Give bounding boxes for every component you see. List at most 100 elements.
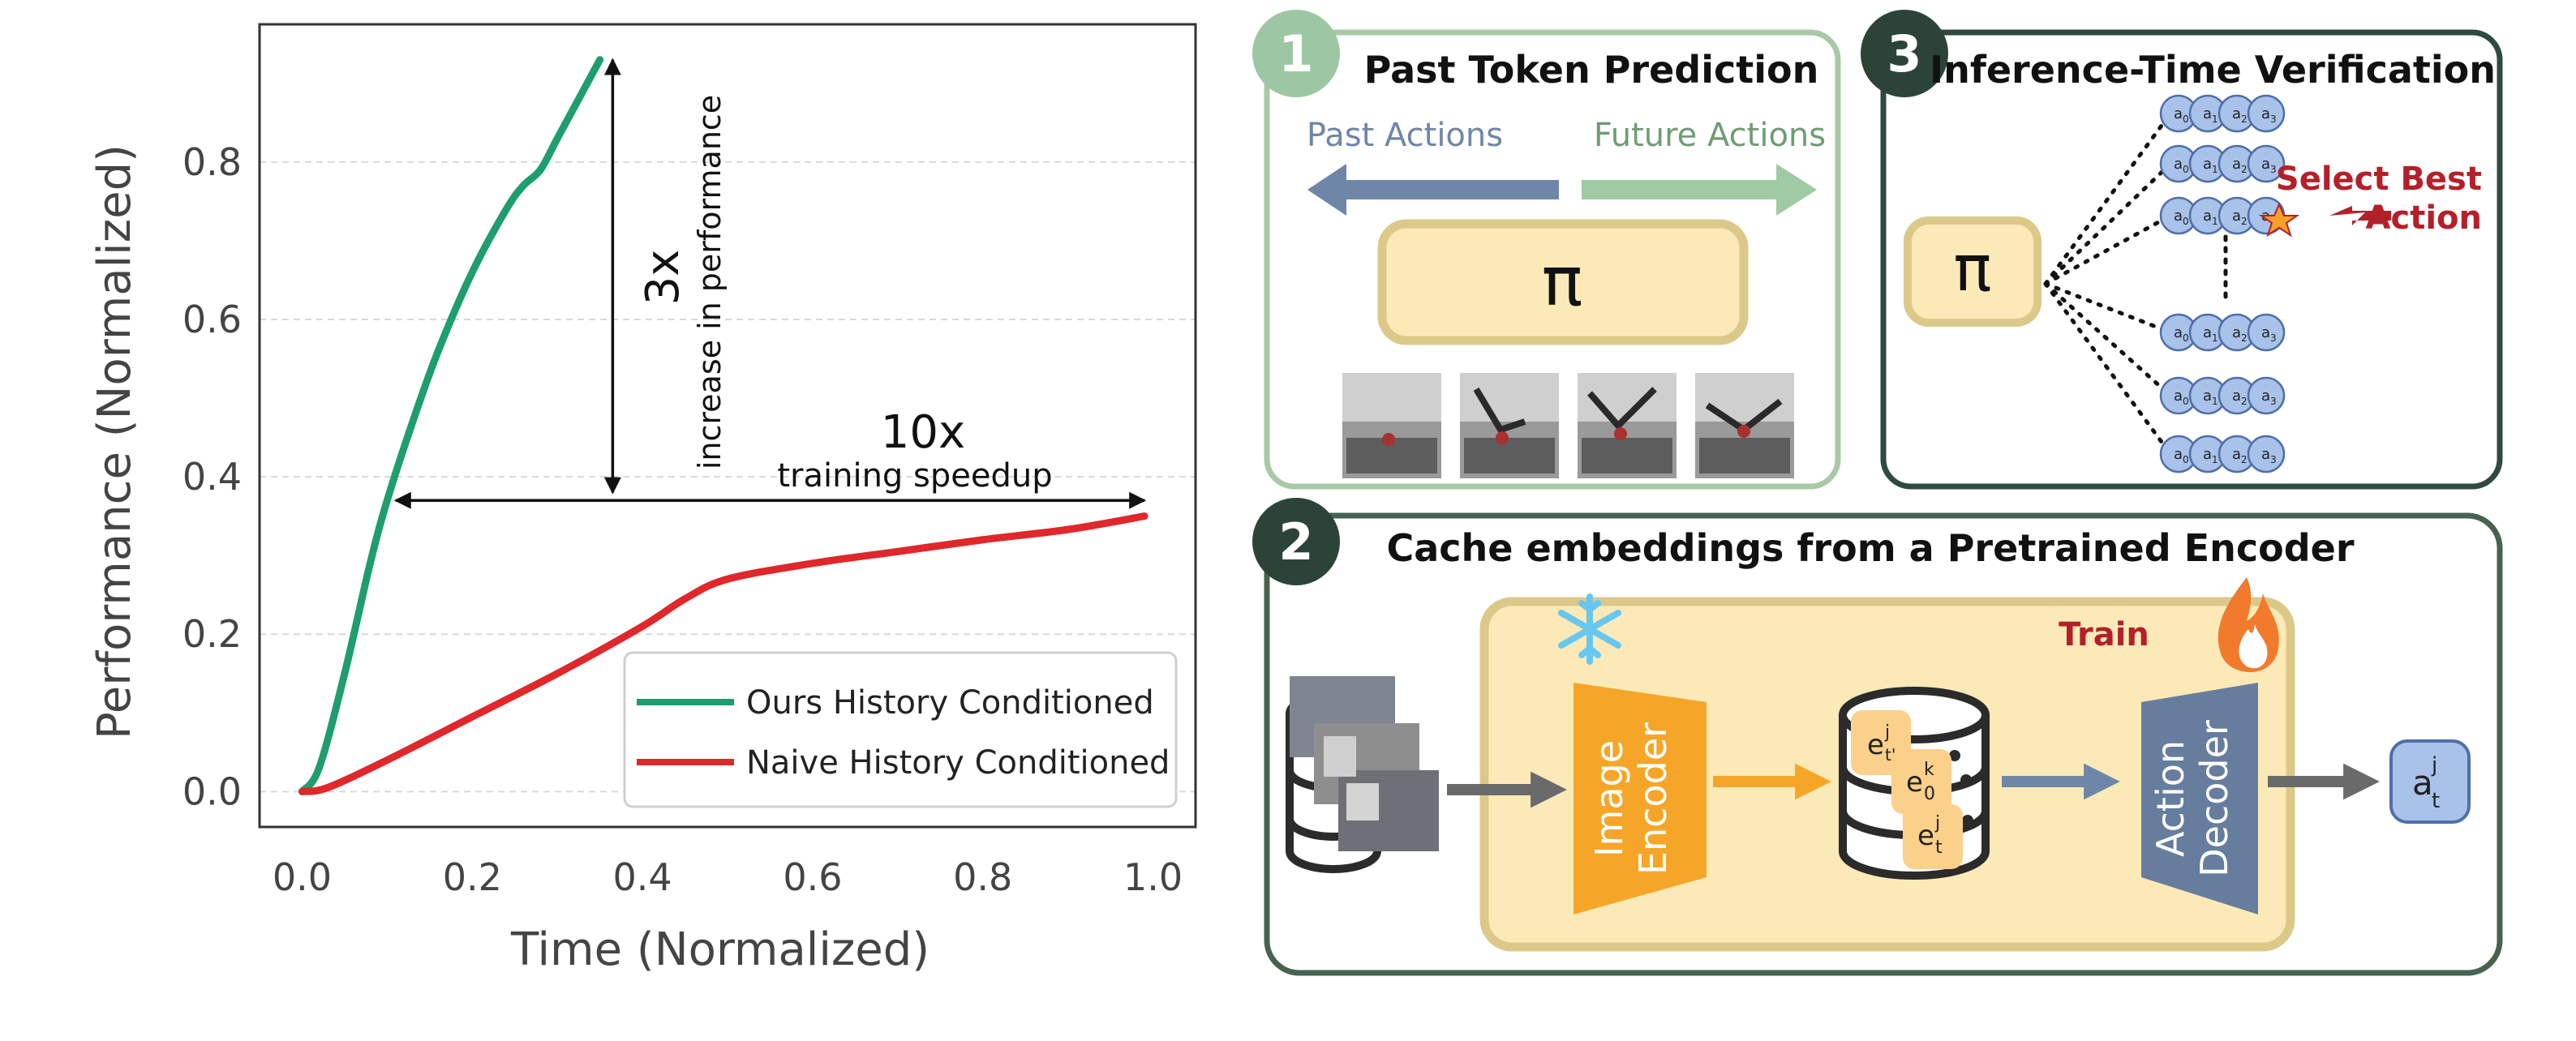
action-decoder-label-line2: Decoder [2192, 720, 2236, 877]
verifier-policy-box [1904, 216, 2041, 327]
action-token-sub: 3 [2270, 396, 2277, 407]
action-token-base: a [2232, 446, 2241, 463]
panel-past-token-prediction: 1 Past Token Prediction Past Actions Fut… [1252, 10, 1841, 490]
observation-frame [1342, 373, 1441, 478]
observation-frame [1578, 373, 1677, 478]
panel3-frame [1880, 29, 2503, 490]
action-token-sub: 0 [2183, 164, 2189, 175]
x-axis-label: Time (Normalized) [510, 923, 930, 976]
y-tick-label: 0.4 [182, 455, 242, 499]
legend-box [623, 651, 1178, 808]
action-token-sub: 0 [2183, 114, 2189, 125]
x-tick-label: 0.0 [273, 855, 332, 899]
cached-embedding [1903, 804, 1963, 869]
speedup-caption: training speedup [777, 457, 1052, 495]
embedding-cache-database: e j t' e k 0 e j t [1839, 687, 1990, 880]
action-token-base: a [2261, 388, 2270, 405]
observation-frames [1342, 373, 1794, 478]
action-token-base: a [2261, 446, 2270, 463]
performance-gain-value: 3x [637, 250, 689, 306]
action-token-sub: 1 [2212, 396, 2218, 407]
past-actions-label: Past Actions [1307, 117, 1503, 154]
embedding-0-base: e [1867, 729, 1884, 761]
legend-entry-naive: Naive History Conditioned [746, 744, 1170, 782]
action-token [2247, 144, 2286, 183]
panel2-badge-number: 2 [1278, 512, 1313, 572]
best-action-star-icon [2258, 202, 2300, 238]
action-token-sub: 0 [2183, 454, 2189, 465]
cached-embedding [1891, 749, 1951, 814]
action-token-base: a [2261, 105, 2270, 122]
panel3-title: Inference-Time Verification [1930, 48, 2496, 92]
panel3-badge [1861, 10, 1948, 97]
x-tick-label: 0.2 [443, 855, 502, 899]
output-action-base: a [2412, 763, 2433, 803]
action-token-base: a [2232, 388, 2241, 405]
action-token-base: a [2174, 208, 2183, 225]
embedding-2-base: e [1917, 820, 1934, 852]
candidate-connector [2043, 281, 2173, 456]
action-token [2247, 94, 2286, 133]
action-token [2247, 376, 2286, 415]
observation-frame [1695, 373, 1794, 478]
action-token-base: a [2203, 446, 2212, 463]
action-token-base: a [2261, 156, 2270, 173]
candidate-connector [2043, 213, 2173, 286]
action-decoder-label-line1: Action [2149, 740, 2192, 857]
action-token-base: a [2174, 446, 2183, 463]
action-token-sub: 2 [2241, 396, 2248, 407]
action-token-base: a [2232, 156, 2241, 173]
output-action-token [2389, 739, 2471, 824]
panel3-badge-number: 3 [1887, 24, 1921, 84]
input-image-database [1286, 676, 1439, 873]
speedup-value: 10x [881, 406, 965, 459]
embedding-1-sup: k [1924, 760, 1934, 780]
policy-box [1377, 219, 1749, 345]
action-token-sub: 2 [2241, 114, 2248, 125]
y-tick-label: 0.6 [182, 298, 242, 341]
action-token-base: a [2203, 156, 2212, 173]
trainable-flame-icon [2218, 577, 2279, 672]
action-token-sub: 2 [2241, 164, 2248, 175]
frozen-snowflake-icon [1558, 593, 1621, 665]
panel2-title: Cache embeddings from a Pretrained Encod… [1386, 526, 2354, 570]
action-token-base: a [2203, 324, 2212, 341]
output-action-sup: j [2431, 753, 2437, 778]
embedding-2-sup: j [1934, 813, 1940, 833]
action-token-sub: 3 [2270, 164, 2277, 175]
action-token-sub: 3 [2270, 332, 2277, 344]
action-token-base: a [2174, 388, 2183, 405]
action-token-base: a [2174, 324, 2183, 341]
train-label: Train [2059, 616, 2149, 653]
image-encoder-label-line2: Encoder [1631, 722, 1675, 875]
action-token-base: a [2174, 156, 2183, 173]
x-tick-label: 0.6 [783, 855, 842, 899]
series-line-ours [298, 56, 604, 795]
action-token-base: a [2261, 324, 2270, 341]
select-arrow-icon [2329, 206, 2391, 225]
action-token-sub: 3 [2270, 454, 2277, 465]
action-token-base: a [2203, 208, 2212, 225]
action-token-sub: 2 [2241, 216, 2248, 227]
y-tick-label: 0.8 [182, 140, 242, 184]
action-label: Action [2366, 199, 2482, 237]
action-token-sub: 1 [2212, 454, 2218, 465]
candidate-connectors [2043, 111, 2173, 456]
panel2-badge [1252, 498, 1340, 585]
x-tick-label: 0.8 [953, 855, 1012, 899]
candidate-connector [2043, 111, 2173, 286]
panel-cache-embeddings: 2 Cache embeddings from a Pretrained Enc… [1252, 498, 2503, 976]
action-decoder-block [2141, 683, 2258, 915]
plot-frame [258, 23, 1197, 829]
embedding-2-sub: t [1935, 838, 1943, 858]
action-token-sub: 2 [2241, 454, 2248, 465]
performance-gain-caption: increase in performance [692, 95, 728, 469]
image-encoder-block [1574, 683, 1707, 915]
action-token-sub: 0 [2183, 216, 2189, 227]
